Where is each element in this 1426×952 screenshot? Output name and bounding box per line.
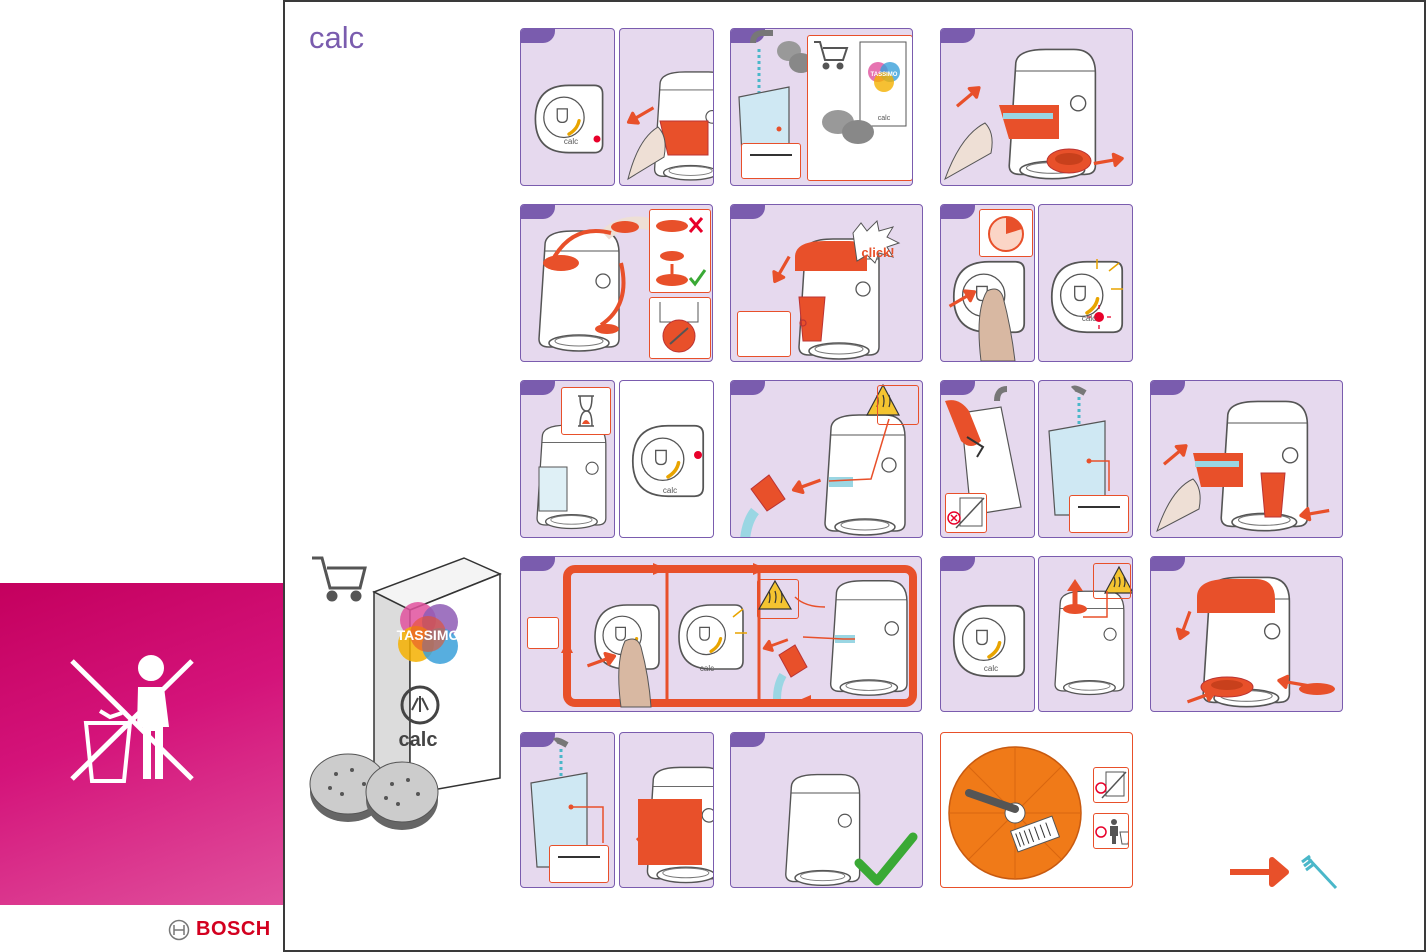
open-lid-illustration [620, 29, 713, 185]
step-7-panel [520, 380, 615, 538]
no-dishwasher-box [945, 493, 987, 533]
step-6-panel: calc [940, 204, 1035, 362]
cup-size-label [737, 311, 791, 357]
timer-box [979, 209, 1033, 257]
step-11-panel: calc [520, 556, 922, 712]
calc-button-label: calc [564, 137, 578, 146]
step-9b-panel [1038, 380, 1133, 538]
step-7b-panel: calc [619, 380, 714, 538]
hourglass-icon [562, 388, 610, 434]
no-trash-box [1093, 813, 1129, 849]
step-6b-panel: calc [1038, 204, 1133, 362]
brush-icon [1302, 856, 1336, 888]
no-trash-icon [1094, 814, 1128, 848]
disc-holder-icon [650, 298, 710, 358]
calc-button-label: calc [984, 664, 998, 673]
store-disc-close-lid-illustration [1151, 557, 1342, 711]
service-disc-illustration [941, 733, 1132, 887]
hot-warning-box [877, 385, 919, 425]
reinsert-tank-cup-illustration [1151, 381, 1342, 537]
divider [283, 0, 285, 952]
step-5-panel: click! [730, 204, 923, 362]
frame-top [283, 0, 1426, 2]
repeat-count-box [527, 617, 559, 649]
hot-warning-box [1093, 563, 1131, 599]
water-level-label [741, 143, 801, 179]
calc-box-small: TASSIMO calc [808, 36, 912, 180]
step-12-panel: calc [940, 556, 1035, 712]
buy-calc-box: TASSIMO calc [807, 35, 913, 181]
water-level-label [549, 845, 609, 883]
page-title: calc [309, 20, 364, 56]
no-household-waste-icon [0, 583, 284, 905]
step-14b-panel [619, 732, 714, 888]
hot-warning-box [757, 579, 799, 619]
cart-icon [312, 558, 365, 600]
no-dishwasher-icon [946, 494, 986, 532]
bosch-armature-icon [168, 919, 190, 941]
clean-with-brush-illustration [1228, 852, 1348, 892]
step-14-panel [520, 732, 615, 888]
calc-product-illustration: TASSIMO calc [300, 548, 510, 848]
disc-orientation-icon [650, 210, 710, 292]
calc-button-label: calc [700, 664, 714, 673]
left-panel: BOSCH [0, 0, 284, 952]
timer-icon [980, 210, 1032, 256]
box-product: calc [399, 729, 438, 751]
no-dishwasher-icon [1094, 768, 1128, 802]
step-1-panel: calc [520, 28, 615, 186]
calc-tablets [310, 754, 438, 830]
remove-pod-holder-illustration [941, 29, 1132, 185]
step-10-panel [1150, 380, 1343, 538]
control-panel-icon: calc [521, 29, 614, 185]
descaling-cycle-illustration: calc [521, 557, 921, 711]
calc-button-label: calc [1082, 314, 1096, 323]
reinsert-tank-illustration [620, 733, 713, 887]
step-12b-panel [1038, 556, 1133, 712]
service-disc-care-panel [940, 732, 1133, 888]
click-text: click! [861, 245, 894, 260]
step-9-panel [940, 380, 1035, 538]
calc-complete-illustration: calc [941, 557, 1034, 711]
no-dishwasher-box [1093, 767, 1129, 803]
box-product-small: calc [878, 115, 891, 122]
calc-light-on-illustration: calc [620, 381, 713, 537]
step-8-panel [730, 380, 923, 538]
calc-button-label: calc [663, 486, 677, 495]
step-4-panel [520, 204, 713, 362]
step-3-panel [940, 28, 1133, 186]
machine-ready-illustration [731, 733, 922, 887]
disc-orientation-box [649, 209, 711, 293]
step-2-panel: TASSIMO calc [730, 28, 913, 186]
water-level-label [1069, 495, 1129, 533]
calc-box: TASSIMO calc [374, 558, 500, 794]
check-icon [859, 837, 913, 881]
arrow-right-icon [1230, 860, 1286, 884]
hourglass-box [561, 387, 611, 435]
box-brand-small: TASSIMO [871, 72, 898, 78]
step-1b-panel [619, 28, 714, 186]
brand-name: BOSCH [196, 918, 271, 941]
step-15-panel [730, 732, 923, 888]
disc-holder-box [649, 297, 711, 359]
bosch-logo: BOSCH [168, 918, 271, 941]
disposal-warning-panel [0, 583, 284, 905]
step-13-panel [1150, 556, 1343, 712]
box-brand: TASSIMO [397, 627, 460, 643]
calc-light-flashing-illustration: calc [1039, 205, 1132, 361]
